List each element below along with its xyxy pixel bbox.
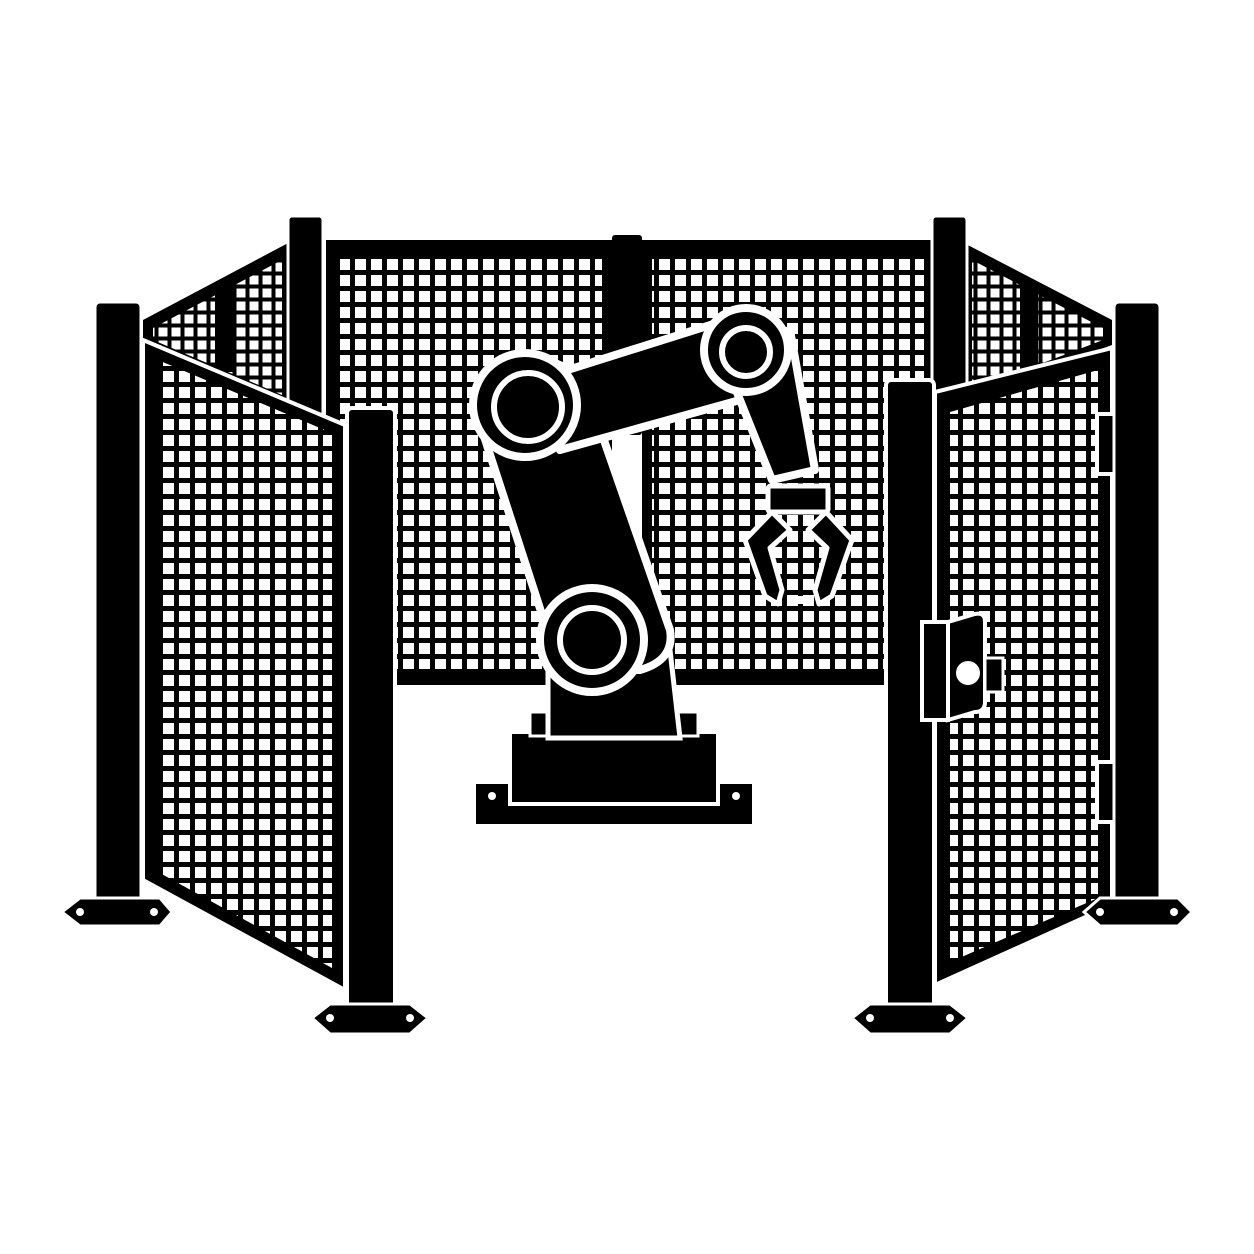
robot-shoulder-joint [469,349,581,461]
gripper [742,483,855,607]
back-center-right-fence-panel [642,240,934,685]
robot-arm [469,304,855,828]
gate-latch [920,611,1005,723]
robot-base-joint [536,584,648,696]
front-left-fence-panel [141,336,347,994]
robot-elbow-joint [700,304,792,396]
post-far-right [1081,300,1195,928]
back-right-fence-panel [962,242,1112,400]
latch-knob-icon [956,661,980,685]
back-post-left [286,214,325,418]
post-far-left [59,300,174,928]
post-front-left [309,406,431,1036]
back-left-fence-panel [143,242,290,405]
